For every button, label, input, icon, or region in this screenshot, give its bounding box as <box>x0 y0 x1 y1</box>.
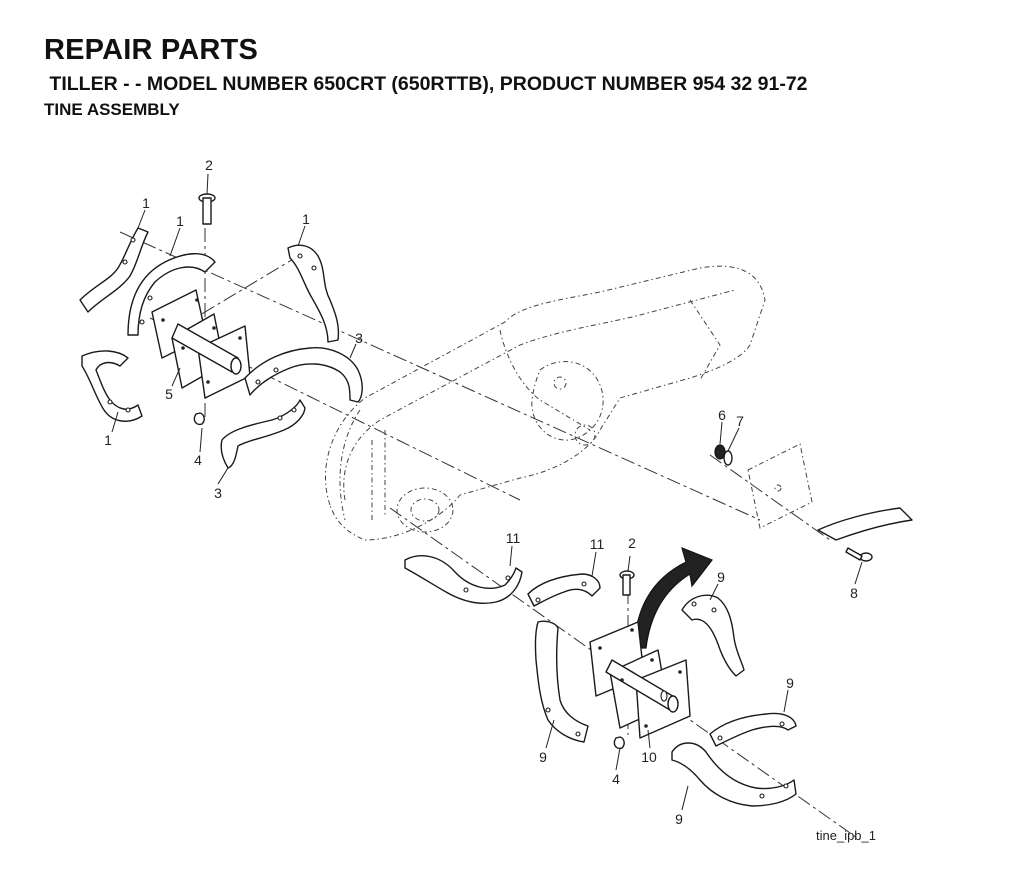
right-hardware <box>714 443 913 562</box>
callout-10: 10 <box>641 749 657 765</box>
callout-numbers: 2 1 1 1 3 5 1 4 3 6 7 8 11 11 2 9 9 9 4 … <box>104 157 858 827</box>
hairpin-clip <box>193 412 205 426</box>
left-tine-assembly <box>79 193 363 469</box>
callout-11: 11 <box>590 536 605 552</box>
tine-blade <box>81 350 143 422</box>
tine-blade <box>127 253 216 336</box>
callout-3: 3 <box>355 330 363 346</box>
hairpin-clip <box>613 736 625 750</box>
callout-9: 9 <box>675 811 683 827</box>
hitch-pin-bolt <box>198 193 216 225</box>
callout-1: 1 <box>104 432 112 448</box>
rotation-arrow <box>633 546 713 649</box>
callout-9: 9 <box>539 749 547 765</box>
shaft-axis-lines <box>119 228 861 841</box>
callout-2: 2 <box>628 535 636 551</box>
callout-7: 7 <box>736 413 744 429</box>
hitch-pin-bolt <box>619 570 635 596</box>
callout-1: 1 <box>176 213 184 229</box>
page-title: REPAIR PARTS <box>44 34 259 66</box>
model-subtitle: TILLER - - MODEL NUMBER 650CRT (650RTTB)… <box>44 73 808 95</box>
tiller-body-phantom <box>324 265 766 541</box>
nut <box>714 444 726 460</box>
tine-blade <box>287 244 340 343</box>
callout-1: 1 <box>142 195 150 211</box>
callout-3: 3 <box>214 485 222 501</box>
lock-washer <box>723 450 733 466</box>
callout-8: 8 <box>850 585 858 601</box>
callout-1: 1 <box>302 211 310 227</box>
tine-blade <box>527 573 601 607</box>
tine-blade <box>404 555 523 604</box>
tine-blade <box>244 347 363 403</box>
callout-9: 9 <box>717 569 725 585</box>
tine-blade <box>709 712 797 747</box>
tine-blade <box>79 227 149 313</box>
callout-9: 9 <box>786 675 794 691</box>
callout-5: 5 <box>165 386 173 402</box>
carriage-bolt <box>845 547 873 562</box>
callout-6: 6 <box>718 407 726 423</box>
tine-blade <box>220 399 306 469</box>
callout-4: 4 <box>612 771 620 787</box>
callout-4: 4 <box>194 452 202 468</box>
hub-tube-end <box>230 357 242 375</box>
right-tine-assembly <box>404 546 797 807</box>
callout-11: 11 <box>506 530 521 546</box>
figure-id: tine_ipb_1 <box>816 828 876 843</box>
side-shield <box>817 507 913 541</box>
tine-blade <box>681 594 745 677</box>
section-title: TINE ASSEMBLY <box>44 100 180 119</box>
hub-tube-end <box>667 695 679 713</box>
callout-leaders <box>111 173 863 811</box>
callout-2: 2 <box>205 157 213 173</box>
tine-blade <box>534 620 589 743</box>
tine-blade <box>671 742 797 807</box>
